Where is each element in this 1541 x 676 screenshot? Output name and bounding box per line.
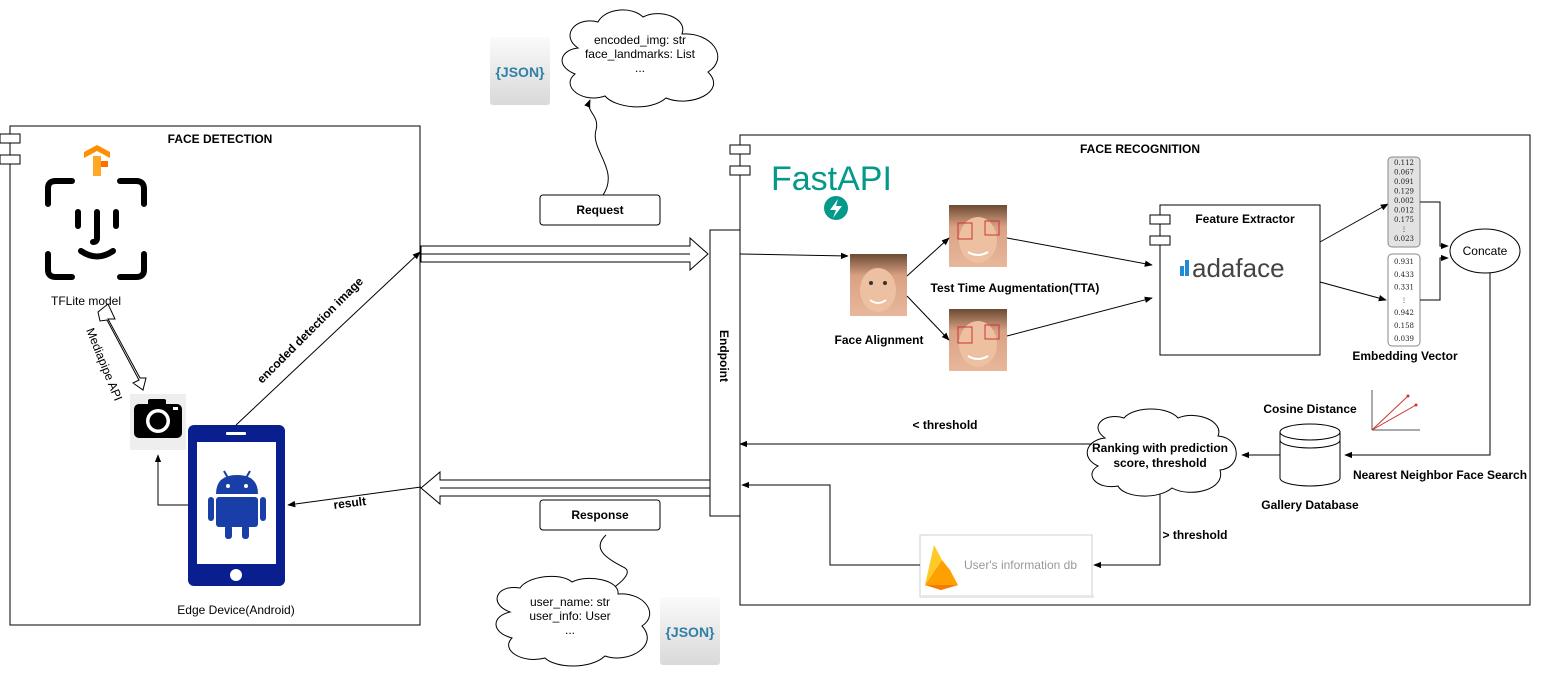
phone-to-camera-arrow — [154, 454, 188, 506]
svg-text:adaface: adaface — [1192, 253, 1285, 283]
alignment-to-tta2-arrow — [906, 295, 950, 341]
embedding-vector-2-value: 0.039 — [1394, 335, 1414, 343]
result-label: result — [333, 494, 367, 512]
vec2-to-concate-arrow — [1420, 254, 1449, 301]
camera-icon — [130, 394, 186, 450]
gt-threshold-arrow — [1093, 494, 1161, 569]
embedding-vector-2-value: 0.158 — [1394, 322, 1414, 330]
response-cloud-line-1: user_name: str — [530, 595, 610, 609]
svg-text:Response: Response — [571, 508, 629, 522]
feature-extractor-box: Feature Extractor — [1149, 204, 1321, 356]
tensorflow-icon — [84, 145, 110, 176]
firebase-icon — [925, 545, 958, 590]
user-db-label: User's information db — [964, 558, 1077, 572]
request-json-badge: {JSON} — [490, 37, 550, 105]
response-cloud: user_name: str user_info: User ... — [495, 575, 651, 667]
embedding-vector-1-value: 0.129 — [1394, 188, 1414, 196]
request-cloud-line-1: encoded_img: str — [594, 33, 686, 47]
nn-search-arrow — [1344, 273, 1491, 459]
embedding-vector-1-value: 0.012 — [1394, 207, 1414, 215]
nn-search-label: Nearest Neighbor Face Search — [1353, 468, 1527, 482]
svg-text:{JSON}: {JSON} — [495, 64, 545, 80]
embedding-vector-1-value: 0.112 — [1394, 159, 1414, 167]
svg-text:Endpoint: Endpoint — [717, 330, 731, 382]
tta1-to-extractor-arrow — [1006, 237, 1153, 267]
lt-threshold-label: < threshold — [912, 418, 977, 432]
embedding-vector-1-value: 0.067 — [1394, 169, 1414, 177]
endpoint-bar: Endpoint — [709, 229, 741, 517]
face-id-icon — [45, 178, 147, 280]
cosine-plot-icon — [1371, 390, 1420, 431]
gallery-database-label: Gallery Database — [1261, 498, 1359, 512]
face-recognition-title: FACE RECOGNITION — [1080, 142, 1200, 156]
fastapi-logo: FastAPI — [771, 160, 892, 220]
vec1-to-concate-arrow — [1420, 201, 1449, 250]
tta-image-2 — [949, 309, 1007, 371]
edge-device-label: Edge Device(Android) — [177, 603, 294, 617]
embedding-vector-1-value: 0.091 — [1394, 178, 1414, 186]
embedding-vector-label: Embedding Vector — [1352, 349, 1458, 363]
userdb-to-endpoint-arrow — [741, 481, 920, 566]
endpoint-to-alignment-arrow — [739, 252, 849, 260]
face-alignment-image — [850, 254, 907, 316]
adaface-logo: adaface — [1180, 253, 1285, 283]
ranking-line-2: score, threshold — [1113, 456, 1206, 470]
response-cloud-line-3: ... — [565, 623, 575, 637]
user-info-db: User's information db — [919, 534, 1094, 598]
svg-text:{JSON}: {JSON} — [665, 624, 715, 640]
request-box: Request — [539, 194, 661, 226]
request-cloud-line-2: face_landmarks: List — [585, 47, 696, 61]
embedding-vector-2: 0.931 0.433 0.331 ⋮ 0.942 0.158 0.039 — [1387, 253, 1421, 347]
response-json-badge: {JSON} — [660, 597, 720, 665]
embedding-vector-1-value: ⋮ — [1401, 226, 1408, 234]
tflite-label: TFLite model — [51, 294, 121, 308]
mediapipe-arrow — [97, 303, 147, 391]
extractor-to-vec1-arrow — [1319, 203, 1389, 243]
request-cloud: encoded_img: str face_landmarks: List ..… — [561, 9, 719, 108]
ranking-line-1: Ranking with prediction — [1092, 441, 1228, 455]
svg-text:FastAPI: FastAPI — [771, 160, 892, 198]
cosine-distance-label: Cosine Distance — [1263, 402, 1357, 416]
alignment-to-tta1-arrow — [906, 237, 950, 277]
request-callout-line — [584, 99, 609, 196]
embedding-vector-2-value: 0.433 — [1394, 271, 1414, 279]
result-arrow — [287, 486, 422, 508]
tta-image-1 — [949, 205, 1007, 267]
gt-threshold-label: > threshold — [1162, 528, 1227, 542]
embedding-vector-2-value: 0.931 — [1394, 258, 1414, 266]
face-alignment-label: Face Alignment — [835, 333, 924, 347]
svg-text:Request: Request — [576, 203, 623, 217]
embedding-vector-2-value: 0.331 — [1394, 284, 1414, 292]
embedding-vector-1-value: 0.175 — [1394, 216, 1414, 224]
embedding-vector-1-value: 0.002 — [1394, 197, 1414, 205]
ranking-cloud: Ranking with prediction score, threshold — [1086, 408, 1237, 497]
request-cloud-line-3: ... — [635, 61, 645, 75]
concate-node: Concate — [1449, 228, 1521, 274]
tta-label: Test Time Augmentation(TTA) — [931, 281, 1100, 295]
android-robot-icon — [208, 470, 266, 539]
embedding-vector-2-value: ⋮ — [1401, 296, 1408, 304]
response-cloud-line-2: user_info: User — [529, 609, 610, 623]
embedding-vector-2-value: 0.942 — [1394, 309, 1414, 317]
response-box: Response — [539, 499, 661, 531]
face-detection-title: FACE DETECTION — [168, 132, 273, 146]
encoded-image-arrow — [235, 251, 421, 426]
gallery-database-icon — [1279, 423, 1341, 487]
extractor-to-vec2-arrow — [1319, 281, 1387, 302]
embedding-vector-1-value: 0.023 — [1394, 235, 1414, 243]
tta2-to-extractor-arrow — [1006, 296, 1153, 337]
svg-text:Concate: Concate — [1463, 244, 1508, 258]
feature-extractor-title: Feature Extractor — [1195, 212, 1295, 226]
